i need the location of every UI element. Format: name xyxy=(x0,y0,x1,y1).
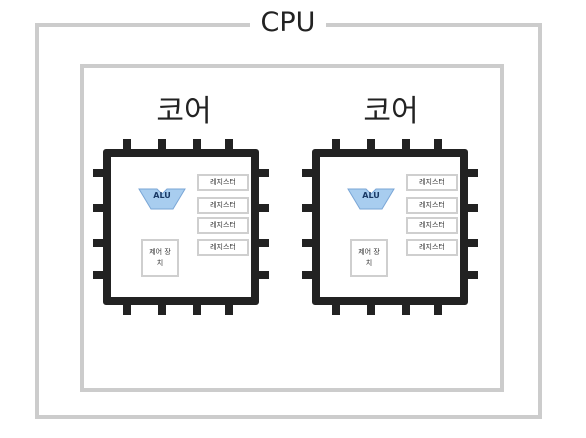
chip-pin xyxy=(402,139,410,149)
register: 레지스터 xyxy=(197,239,249,256)
chip-pin xyxy=(93,204,103,212)
chip-pin xyxy=(302,204,312,212)
chip-pin xyxy=(302,271,312,279)
alu-label: ALU xyxy=(362,191,380,200)
register: 레지스터 xyxy=(406,197,458,214)
alu-label: ALU xyxy=(153,191,171,200)
chip-pin xyxy=(302,169,312,177)
chip-pin xyxy=(259,239,269,247)
chip-pin xyxy=(93,239,103,247)
control-unit: 제어 장치 xyxy=(350,239,388,277)
register: 레지스터 xyxy=(197,217,249,234)
chip-pin xyxy=(367,139,375,149)
register: 레지스터 xyxy=(197,197,249,214)
core-chip: ALU 레지스터 레지스터 레지스터 레지스터 제어 장치 xyxy=(302,139,478,315)
chip-pin xyxy=(468,204,478,212)
chip-pin xyxy=(332,139,340,149)
chip-pin xyxy=(158,305,166,315)
control-unit: 제어 장치 xyxy=(141,239,179,277)
chip-pin xyxy=(367,305,375,315)
chip-pin xyxy=(332,305,340,315)
chip-pin xyxy=(158,139,166,149)
register: 레지스터 xyxy=(406,174,458,191)
chip-pin xyxy=(193,139,201,149)
chip-pin xyxy=(93,169,103,177)
cpu-label: CPU xyxy=(250,6,326,40)
control-unit-label: 제어 장치 xyxy=(358,248,380,267)
chip-pin xyxy=(259,169,269,177)
control-unit-label: 제어 장치 xyxy=(149,248,171,267)
chip-pin xyxy=(259,204,269,212)
cores-container xyxy=(80,64,504,392)
chip-pin xyxy=(193,305,201,315)
chip-pin xyxy=(468,239,478,247)
chip-pin xyxy=(225,139,233,149)
register: 레지스터 xyxy=(197,174,249,191)
chip-pin xyxy=(93,271,103,279)
chip-pin xyxy=(123,305,131,315)
chip-body: ALU 레지스터 레지스터 레지스터 레지스터 제어 장치 xyxy=(312,149,468,305)
register: 레지스터 xyxy=(406,239,458,256)
alu-icon xyxy=(138,188,186,210)
chip-pin xyxy=(434,305,442,315)
core-title: 코어 xyxy=(363,94,419,129)
core-chip: ALU 레지스터 레지스터 레지스터 레지스터 제어 장치 xyxy=(93,139,269,315)
alu: ALU xyxy=(346,187,396,211)
core-title: 코어 xyxy=(156,94,212,129)
register: 레지스터 xyxy=(406,217,458,234)
chip-pin xyxy=(468,271,478,279)
alu: ALU xyxy=(137,187,187,211)
chip-pin xyxy=(402,305,410,315)
chip-pin xyxy=(123,139,131,149)
chip-body: ALU 레지스터 레지스터 레지스터 레지스터 제어 장치 xyxy=(103,149,259,305)
chip-pin xyxy=(468,169,478,177)
alu-icon xyxy=(347,188,395,210)
chip-pin xyxy=(225,305,233,315)
chip-pin xyxy=(259,271,269,279)
chip-pin xyxy=(434,139,442,149)
chip-pin xyxy=(302,239,312,247)
